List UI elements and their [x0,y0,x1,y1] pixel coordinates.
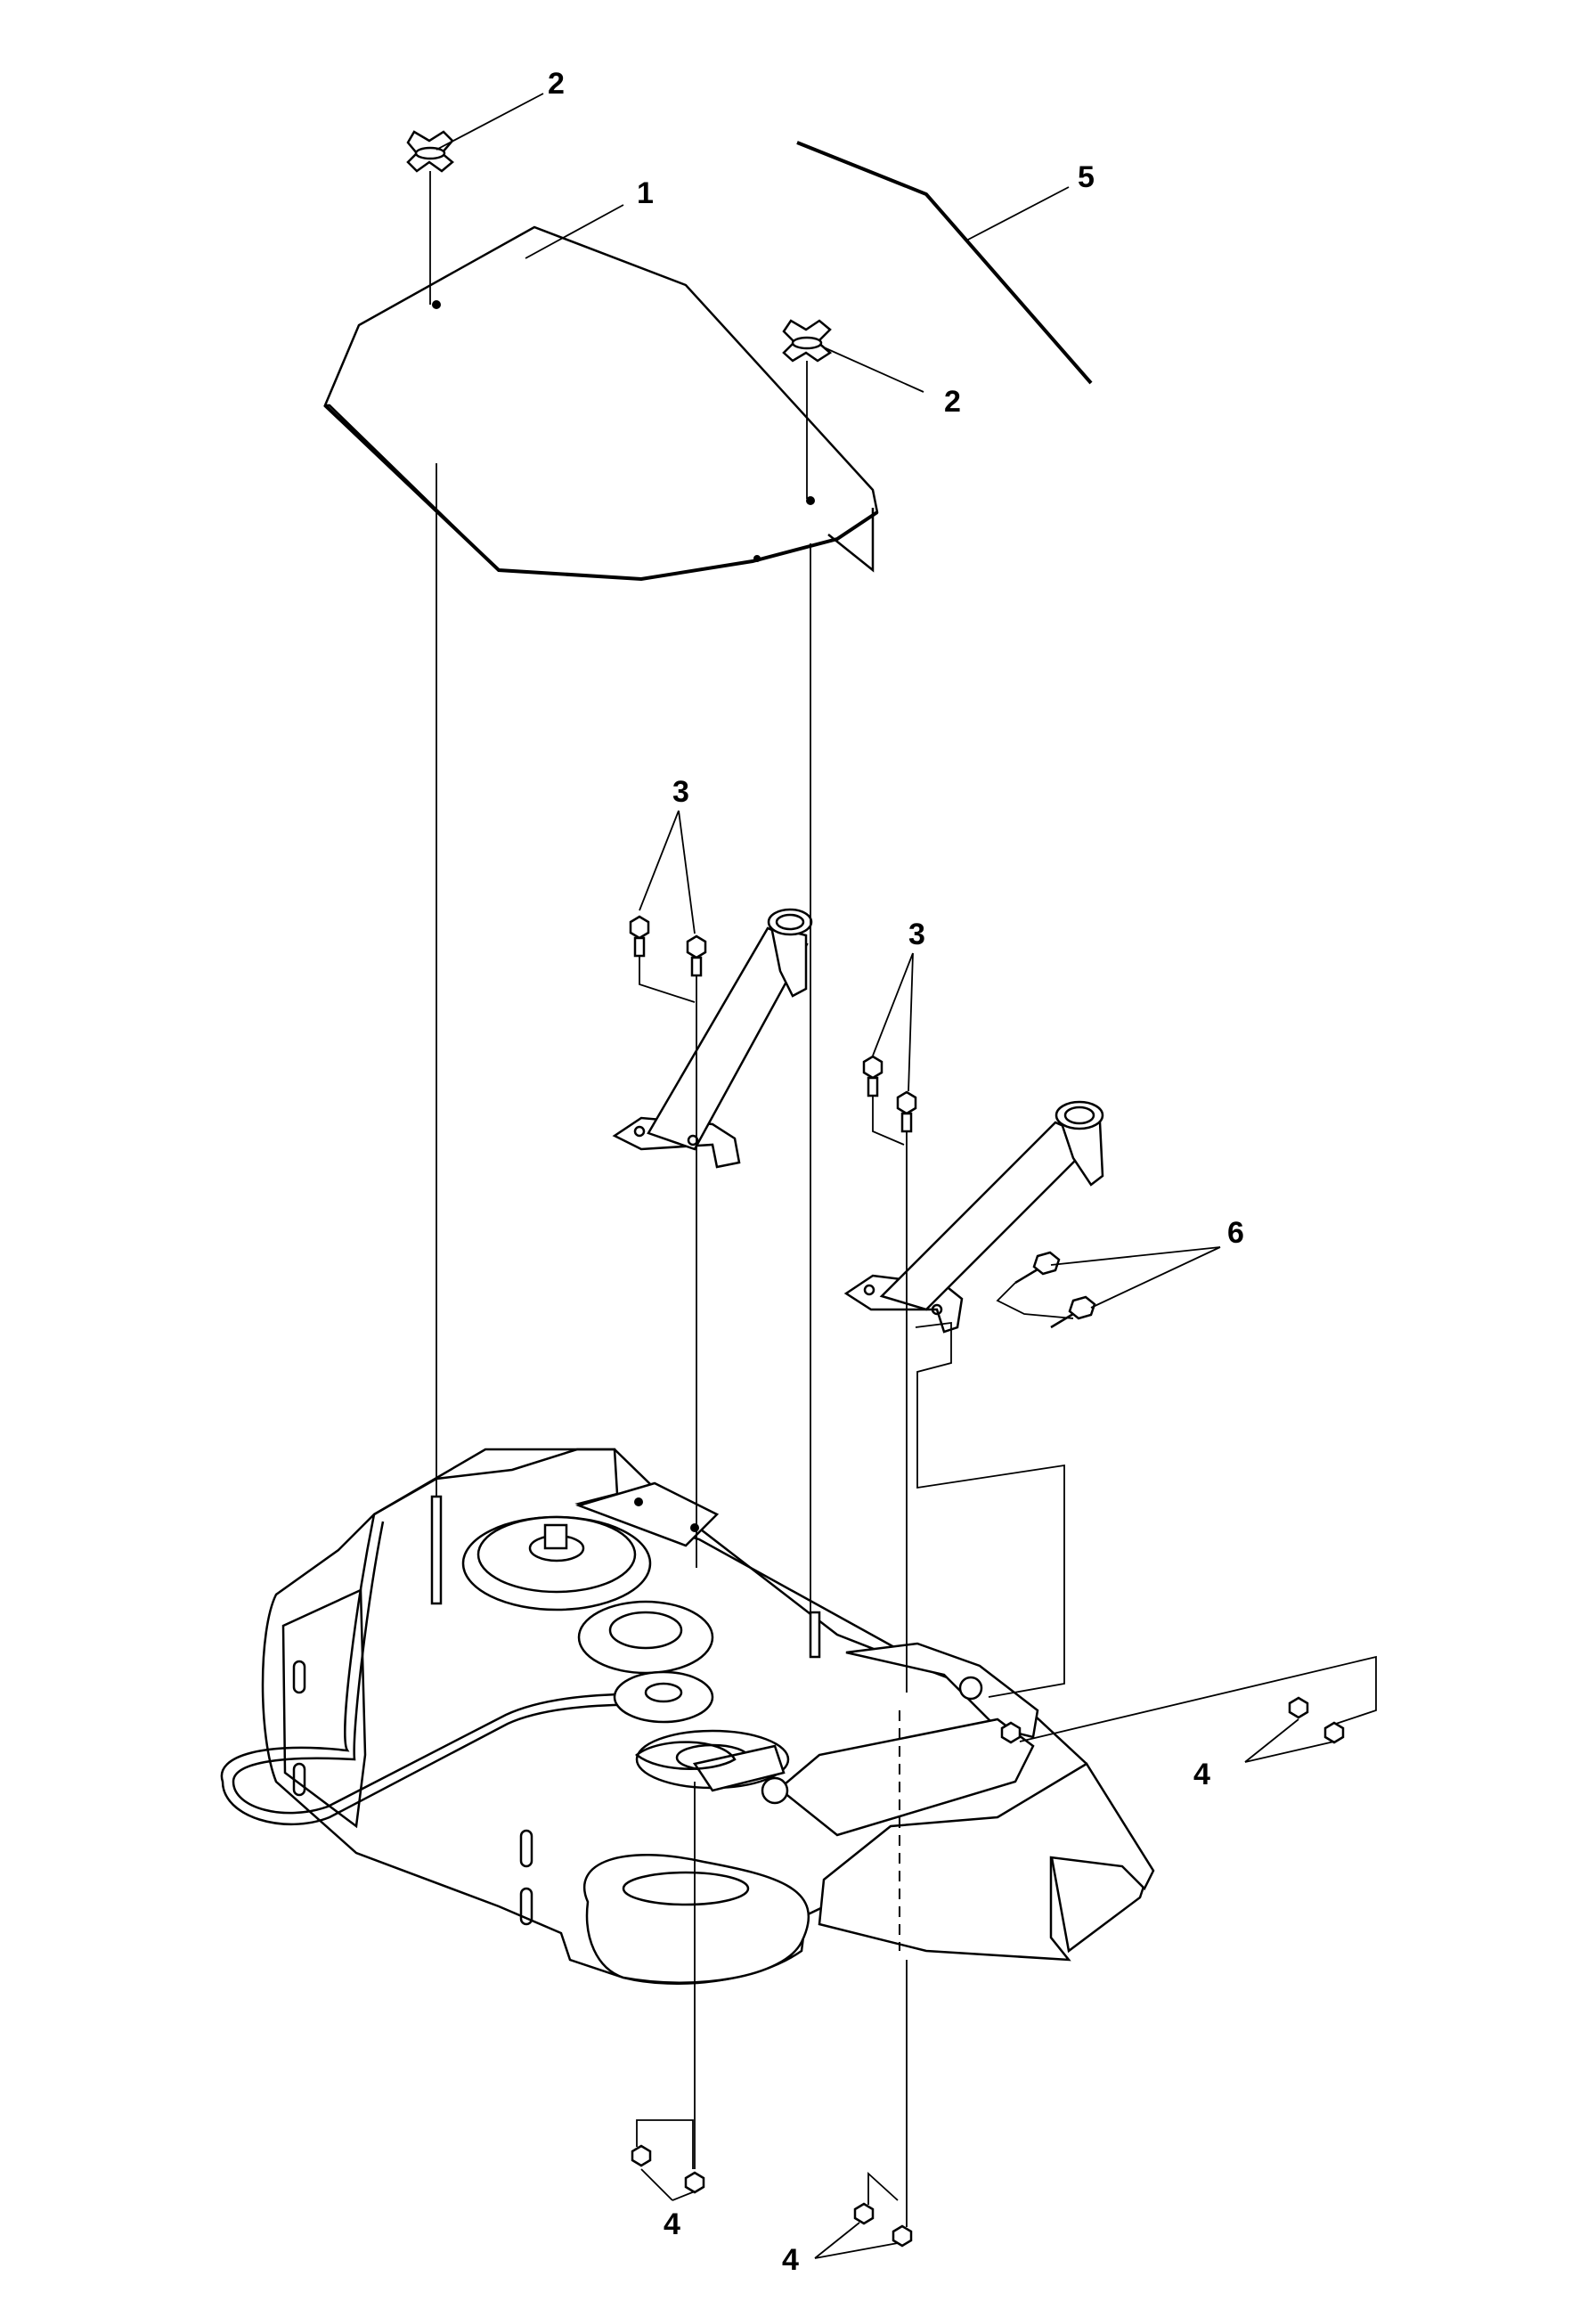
nut-set-bottom-left [631,2144,705,2194]
mower-deck-assembly [220,1448,1155,1985]
callout-2-right: 2 [944,385,961,419]
callout-1: 1 [637,176,654,210]
nut-set-right [1000,1696,1345,1744]
callout-4-right: 4 [1193,1758,1210,1791]
support-bracket-left [612,908,813,1169]
leader-lines [436,93,1335,2259]
callout-3-left: 3 [672,775,689,809]
knob-left [406,130,454,173]
callout-5: 5 [1078,160,1095,194]
knob-right [782,319,833,363]
screw-set [1014,1251,1096,1329]
callout-labels: 1 2 2 3 3 4 4 4 5 6 [548,67,1244,2277]
assembly-lines [429,171,1377,2227]
callout-2-top: 2 [548,67,565,101]
deck-cover-plate [323,225,879,582]
bolt-set-right [862,1055,917,1133]
callout-6: 6 [1227,1216,1244,1250]
nut-set-bottom-right [853,2202,913,2248]
callout-4-bottom-right: 4 [782,2243,799,2277]
callout-4-bottom-left: 4 [664,2207,680,2241]
trim-strip [796,141,1093,385]
callout-3-right: 3 [908,918,925,951]
support-bracket-right [843,1100,1104,1334]
